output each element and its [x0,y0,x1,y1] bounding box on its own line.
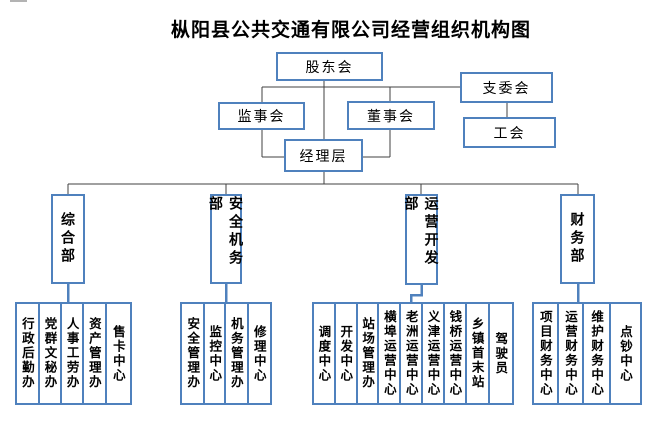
chart-title: 枞阳县公共交通有限公司经营组织机构图 [170,20,531,41]
office-finance-3-label: 点钞中心 [617,324,632,383]
office-group-operations: 调度中心 开发中心 站场管理办 横埠运营中心 老洲运营中心 义津运营中心 钱桥运… [312,302,514,405]
office-operations-3: 横埠运营中心 [377,304,399,403]
office-operations-0: 调度中心 [314,304,334,403]
office-operations-5: 义津运营中心 [421,304,443,403]
node-dept-safety: 安全机务部 [208,194,244,284]
office-group-finance: 项目财务中心 运营财务中心 维护财务中心 点钞中心 [532,302,642,405]
node-dept-operations: 运营开发部 [404,194,440,285]
office-general-0-label: 行政后勤办 [19,317,34,390]
office-general-1: 党群文秘办 [37,304,61,403]
node-dept-finance-label: 财务部 [569,212,586,266]
stub-operations-offices [409,285,423,303]
node-labor-union: 工会 [463,117,556,148]
node-supervisory-board-label: 监事会 [237,108,286,124]
office-safety-2: 机务管理办 [224,304,247,403]
office-safety-1: 监控中心 [203,304,224,403]
office-operations-3-label: 横埠运营中心 [381,310,396,397]
node-shareholders: 股东会 [276,52,383,81]
office-general-3-label: 资产管理办 [86,317,101,390]
office-operations-6: 钱桥运营中心 [442,304,465,403]
node-dept-operations-label: 运营开发部 [403,196,440,268]
node-dept-general-label: 综合部 [60,212,76,266]
node-branch-committee-label: 支委会 [482,79,531,96]
office-general-4: 售卡中心 [104,304,130,403]
office-operations-1-label: 开发中心 [338,324,353,383]
office-group-general: 行政后勤办 党群文秘办 人事工劳办 资产管理办 售卡中心 [15,302,132,405]
node-management-layer: 经理层 [284,139,363,172]
office-safety-3-label: 修理中心 [251,324,266,383]
office-operations-2: 站场管理办 [355,304,378,403]
top-edge-artifact [10,0,27,2]
office-operations-5-label: 义津运营中心 [425,310,440,397]
office-general-4-label: 售卡中心 [110,324,125,383]
office-general-2-label: 人事工劳办 [64,317,79,390]
office-operations-1: 开发中心 [333,304,356,403]
office-finance-3: 点钞中心 [608,304,640,403]
node-labor-union-label: 工会 [493,124,526,141]
office-operations-2-label: 站场管理办 [360,317,375,390]
office-operations-6-label: 钱桥运营中心 [447,310,462,397]
office-general-0: 行政后勤办 [17,304,38,403]
office-group-safety: 安全管理办 监控中心 机务管理办 修理中心 [180,302,272,405]
office-operations-4-label: 老洲运营中心 [403,310,418,397]
office-safety-0-label: 安全管理办 [185,317,200,390]
node-board-of-directors: 董事会 [347,101,435,130]
office-operations-4: 老洲运营中心 [399,304,421,403]
node-shareholders-label: 股东会 [305,58,354,75]
office-finance-2-label: 维护财务中心 [589,310,604,397]
node-management-layer-label: 经理层 [299,147,348,164]
node-supervisory-board: 监事会 [218,102,305,130]
office-operations-0-label: 调度中心 [316,324,331,383]
office-operations-8: 驾驶员 [487,304,513,403]
node-dept-general: 综合部 [51,194,85,284]
office-finance-1-label: 运营财务中心 [563,310,578,397]
office-general-1-label: 党群文秘办 [42,317,57,390]
office-finance-2: 维护财务中心 [582,304,609,403]
office-safety-2-label: 机务管理办 [228,317,243,390]
office-safety-1-label: 监控中心 [207,324,222,383]
office-safety-3: 修理中心 [246,304,270,403]
office-finance-0-label: 项目财务中心 [537,310,552,397]
node-dept-finance: 财务部 [560,194,595,284]
office-finance-0: 项目财务中心 [534,304,557,403]
office-general-2: 人事工劳办 [60,304,82,403]
office-operations-8-label: 驾驶员 [493,331,508,376]
office-finance-1: 运营财务中心 [556,304,583,403]
office-general-3: 资产管理办 [82,304,105,403]
office-operations-7-label: 乡镇首末站 [469,317,484,390]
office-operations-7: 乡镇首末站 [464,304,488,403]
node-dept-safety-label: 安全机务部 [208,196,244,268]
office-safety-0: 安全管理办 [182,304,203,403]
node-branch-committee: 支委会 [460,72,553,103]
node-board-of-directors-label: 董事会 [367,107,415,124]
